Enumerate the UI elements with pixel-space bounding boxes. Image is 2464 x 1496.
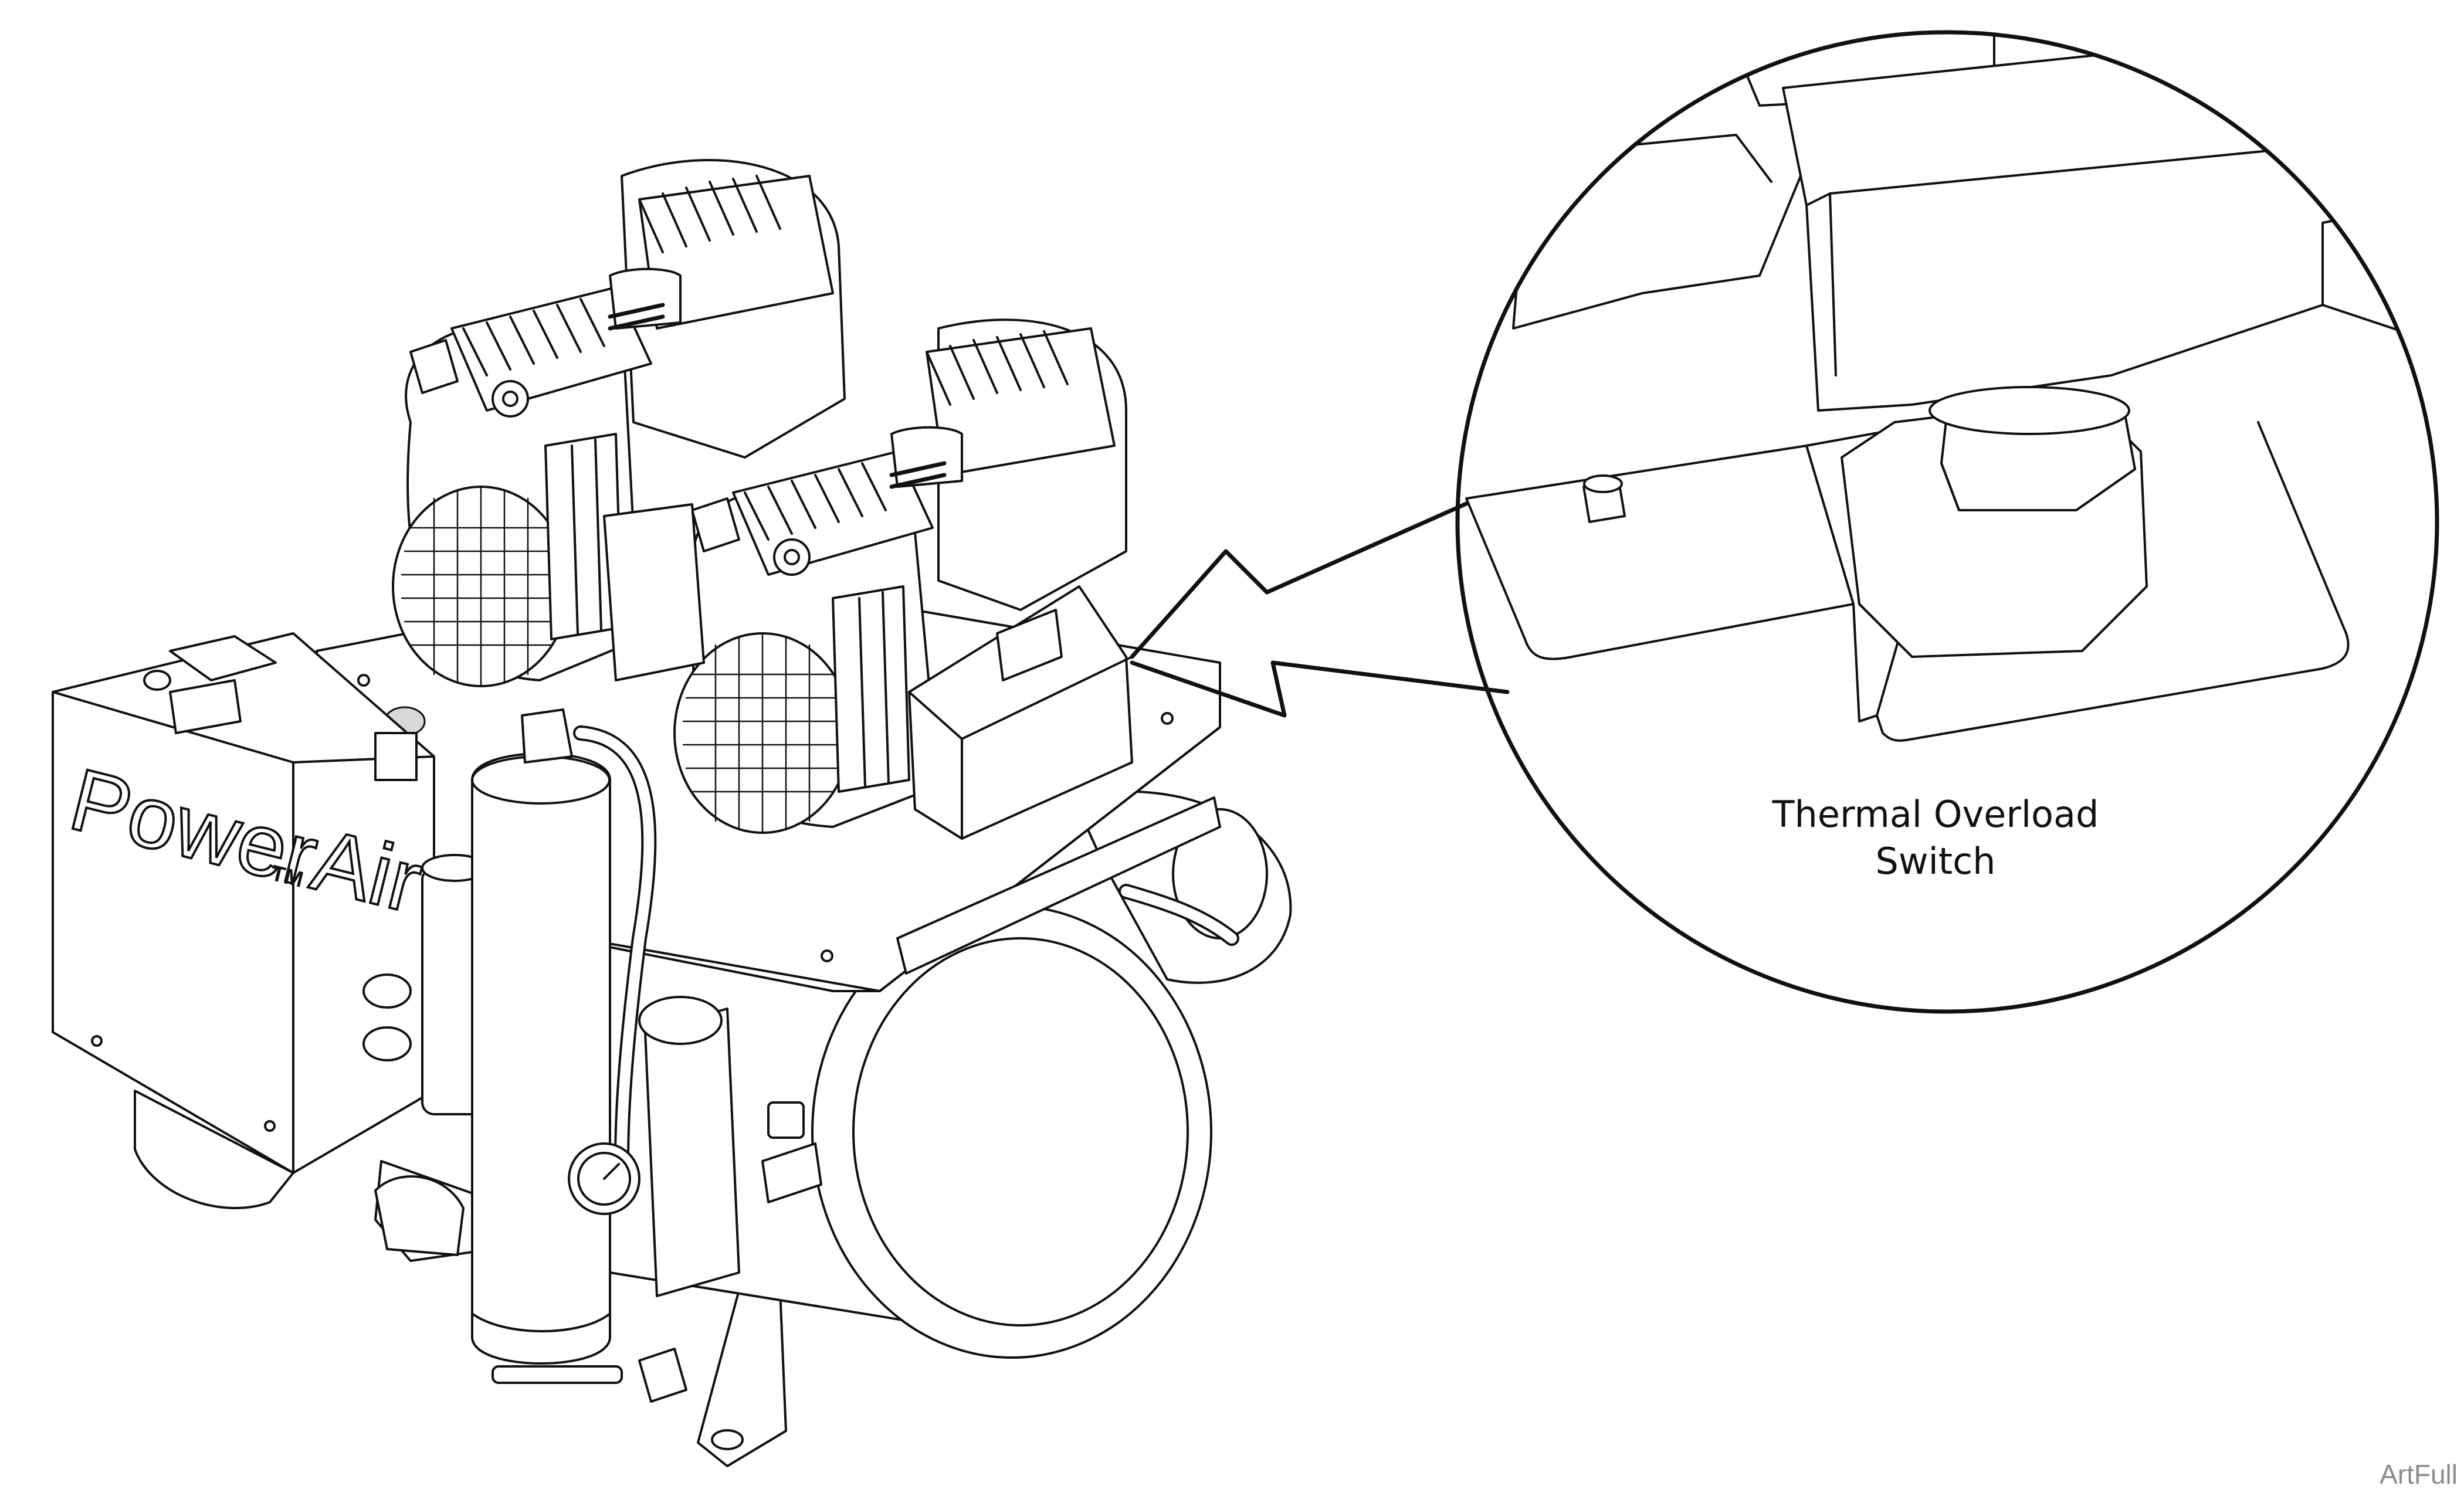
cooling-fins-rear — [462, 175, 781, 376]
fan-grille-rear — [401, 486, 561, 687]
callout-pointer — [1130, 496, 1510, 718]
control-box: PowerAir TM — [52, 632, 435, 1209]
compressor-assembly: PowerAir TM — [52, 159, 1292, 1467]
front-pump-right — [673, 318, 1127, 834]
dryer-cylinder — [471, 708, 687, 1403]
callout-label-line1: Thermal Overload — [1772, 793, 2099, 836]
callout-label-line2: Switch — [1876, 840, 1996, 883]
air-hose — [573, 725, 1239, 1169]
fan-grille-front — [682, 632, 843, 834]
artist-credit: ArtFull — [2380, 1459, 2458, 1490]
detail-callout: Thermal Overload Switch — [1130, 30, 2439, 1014]
side-fittings — [362, 854, 488, 1256]
detail-circle-border — [1455, 30, 2439, 1014]
zoomed-switch-detail — [1465, 32, 2437, 742]
cooling-fins-front — [744, 330, 1069, 541]
rear-pump-left — [392, 159, 846, 687]
motor-housing — [603, 503, 1133, 840]
regulator-assembly — [568, 996, 822, 1297]
